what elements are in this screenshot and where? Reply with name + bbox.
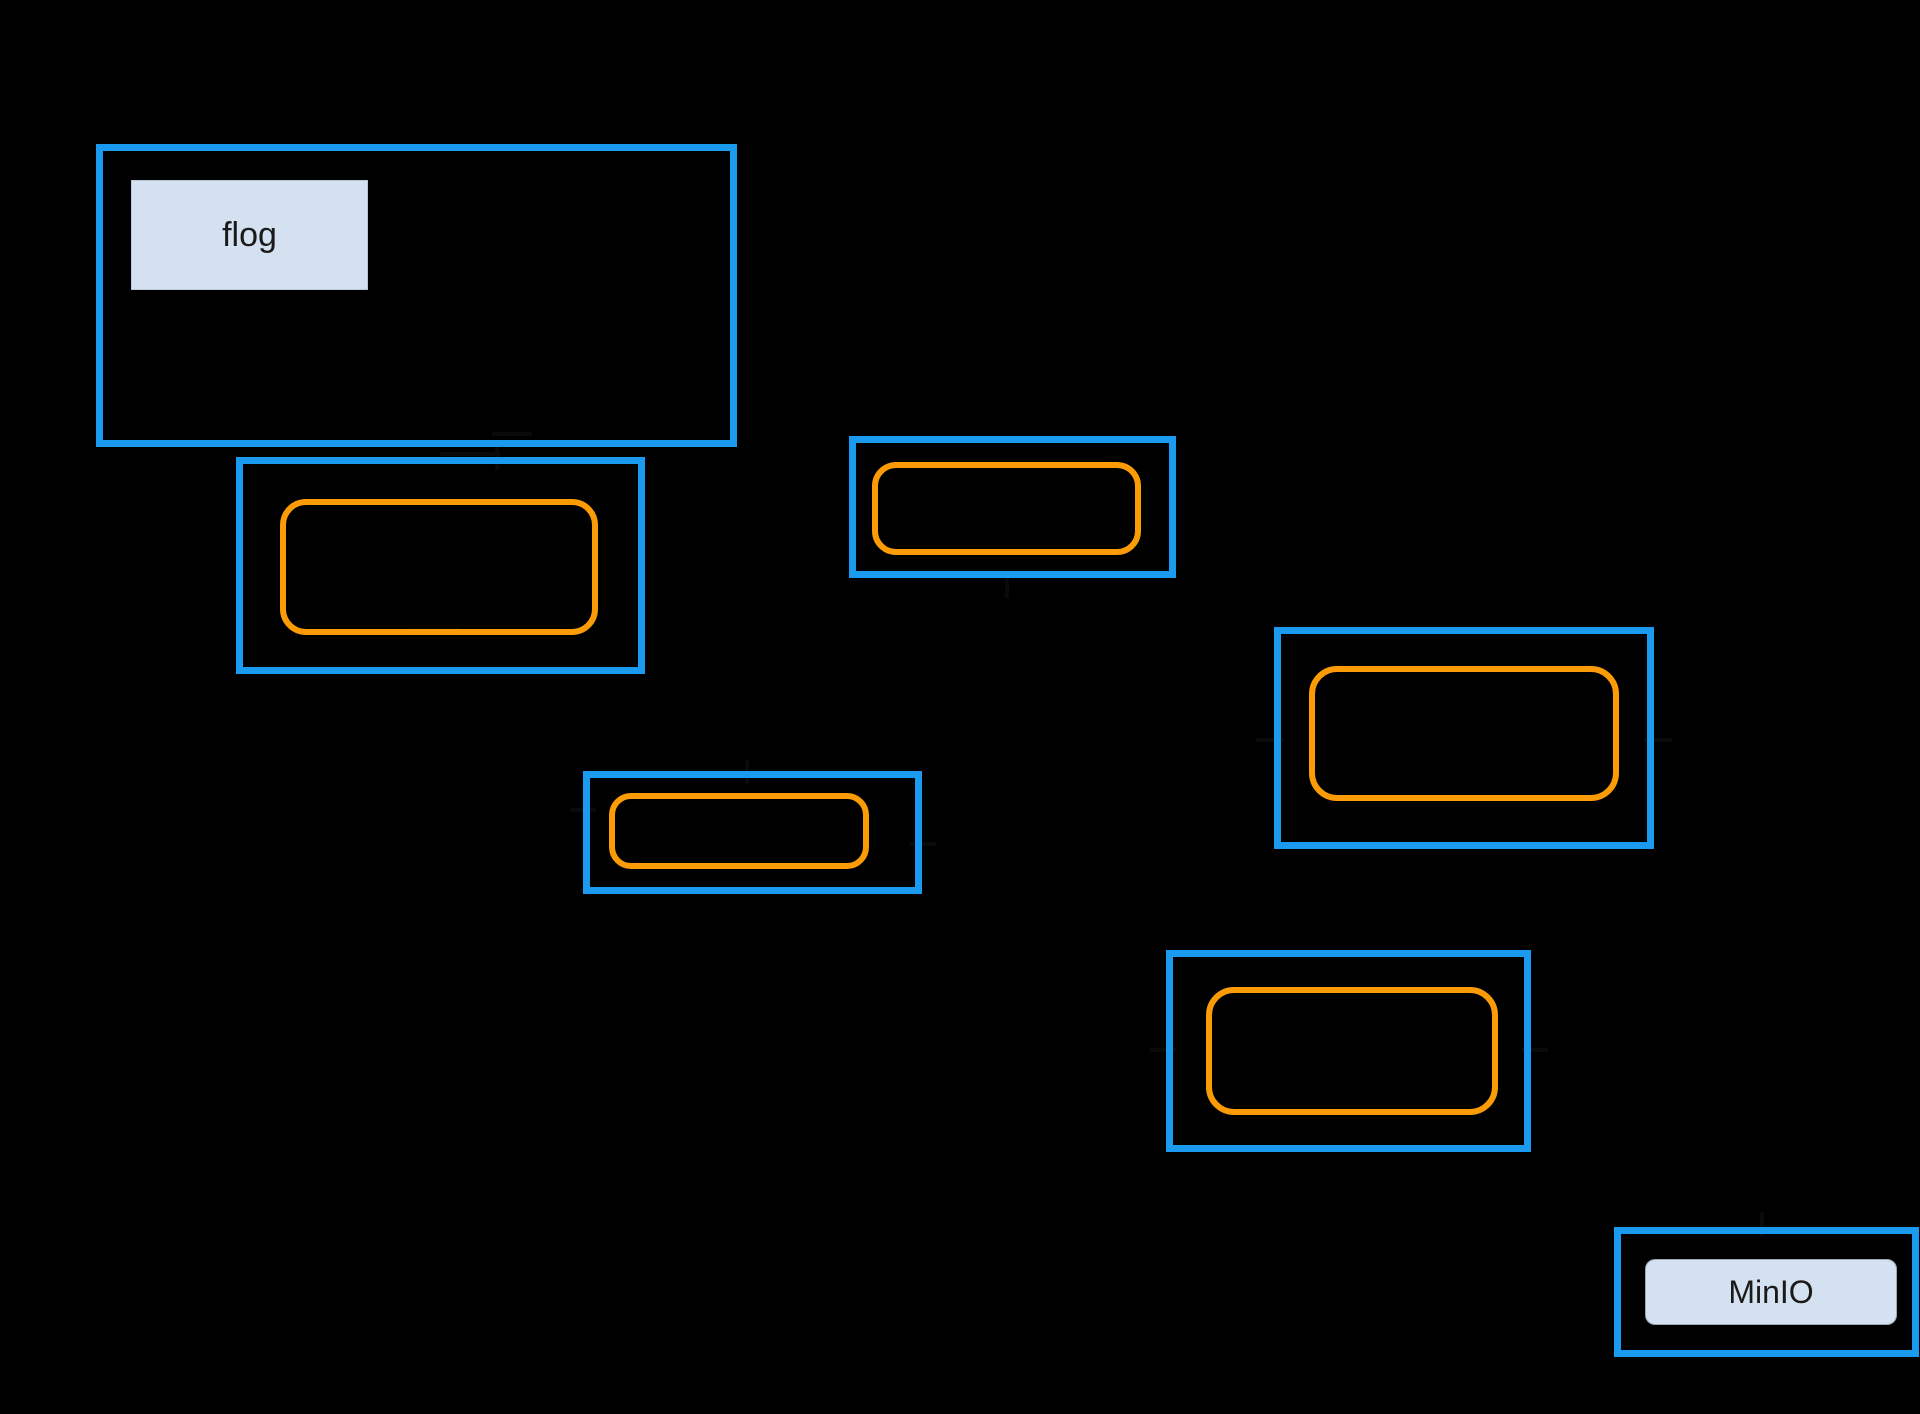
connector-group1-bottom-stub <box>492 432 532 436</box>
group-box-middle-left[interactable] <box>583 771 922 894</box>
connector-group3-bottom <box>1005 572 1009 598</box>
connector-group4-right <box>910 842 936 846</box>
group-box-middle-top[interactable] <box>849 436 1176 578</box>
group-box-right-middle-inner[interactable] <box>1309 666 1619 801</box>
connector-group6-left <box>1150 1048 1176 1052</box>
connector-group6-right <box>1522 1048 1548 1052</box>
node-flog[interactable]: flog <box>131 180 368 290</box>
group-box-second-left[interactable] <box>236 457 645 674</box>
group-box-right-lower[interactable] <box>1166 950 1531 1152</box>
connector-group2-top-stub <box>440 452 500 456</box>
group-box-second-left-inner[interactable] <box>280 499 598 635</box>
group-box-minio[interactable] <box>1614 1227 1919 1357</box>
group-box-top-left[interactable] <box>96 144 737 447</box>
connector-group5-left <box>1256 738 1284 742</box>
group-box-middle-left-inner[interactable] <box>609 793 869 869</box>
group-box-right-lower-inner[interactable] <box>1206 987 1498 1115</box>
connector-group7-top <box>1760 1212 1764 1236</box>
group-box-right-middle[interactable] <box>1274 627 1654 849</box>
node-minio[interactable]: MinIO <box>1645 1259 1897 1325</box>
connector-group5-right <box>1644 738 1672 742</box>
group-box-middle-top-inner[interactable] <box>872 462 1141 555</box>
